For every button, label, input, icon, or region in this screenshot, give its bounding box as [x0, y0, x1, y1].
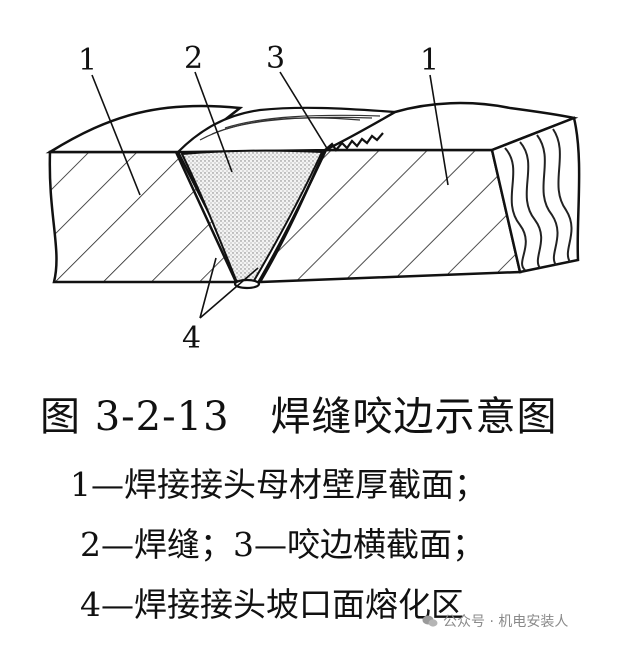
grain-lines [504, 128, 573, 271]
watermark-text: 公众号 · 机电安装人 [443, 614, 569, 630]
caption-line-1: 1—焊接接头母材壁厚截面； [70, 465, 487, 504]
weld-ripples [199, 114, 381, 141]
leader-lines [91, 71, 449, 319]
fusion-zone-left [174, 151, 238, 283]
undercut-edge [324, 132, 384, 152]
figure-title: 图 3-2-13 焊缝咬边示意图 [40, 394, 558, 440]
watermark: 公众号 · 机电安装人 [422, 611, 568, 631]
label-base-metal-right: 1 [420, 43, 439, 78]
label-base-metal-left: 1 [78, 43, 97, 78]
weld-undercut-diagram: 1 2 3 1 4 [45, 41, 581, 356]
label-fusion-zone: 4 [182, 321, 201, 356]
caption-line-3: 4—焊接接头坡口面熔化区 [80, 585, 464, 624]
label-weld: 2 [184, 41, 203, 76]
label-undercut: 3 [266, 41, 285, 76]
caption-line-2: 2—焊缝；3—咬边横截面； [80, 525, 485, 564]
weld-section [180, 149, 324, 286]
fusion-zone-right [256, 149, 328, 284]
base-metal-left-section [48, 150, 247, 284]
wechat-icon [422, 615, 438, 627]
